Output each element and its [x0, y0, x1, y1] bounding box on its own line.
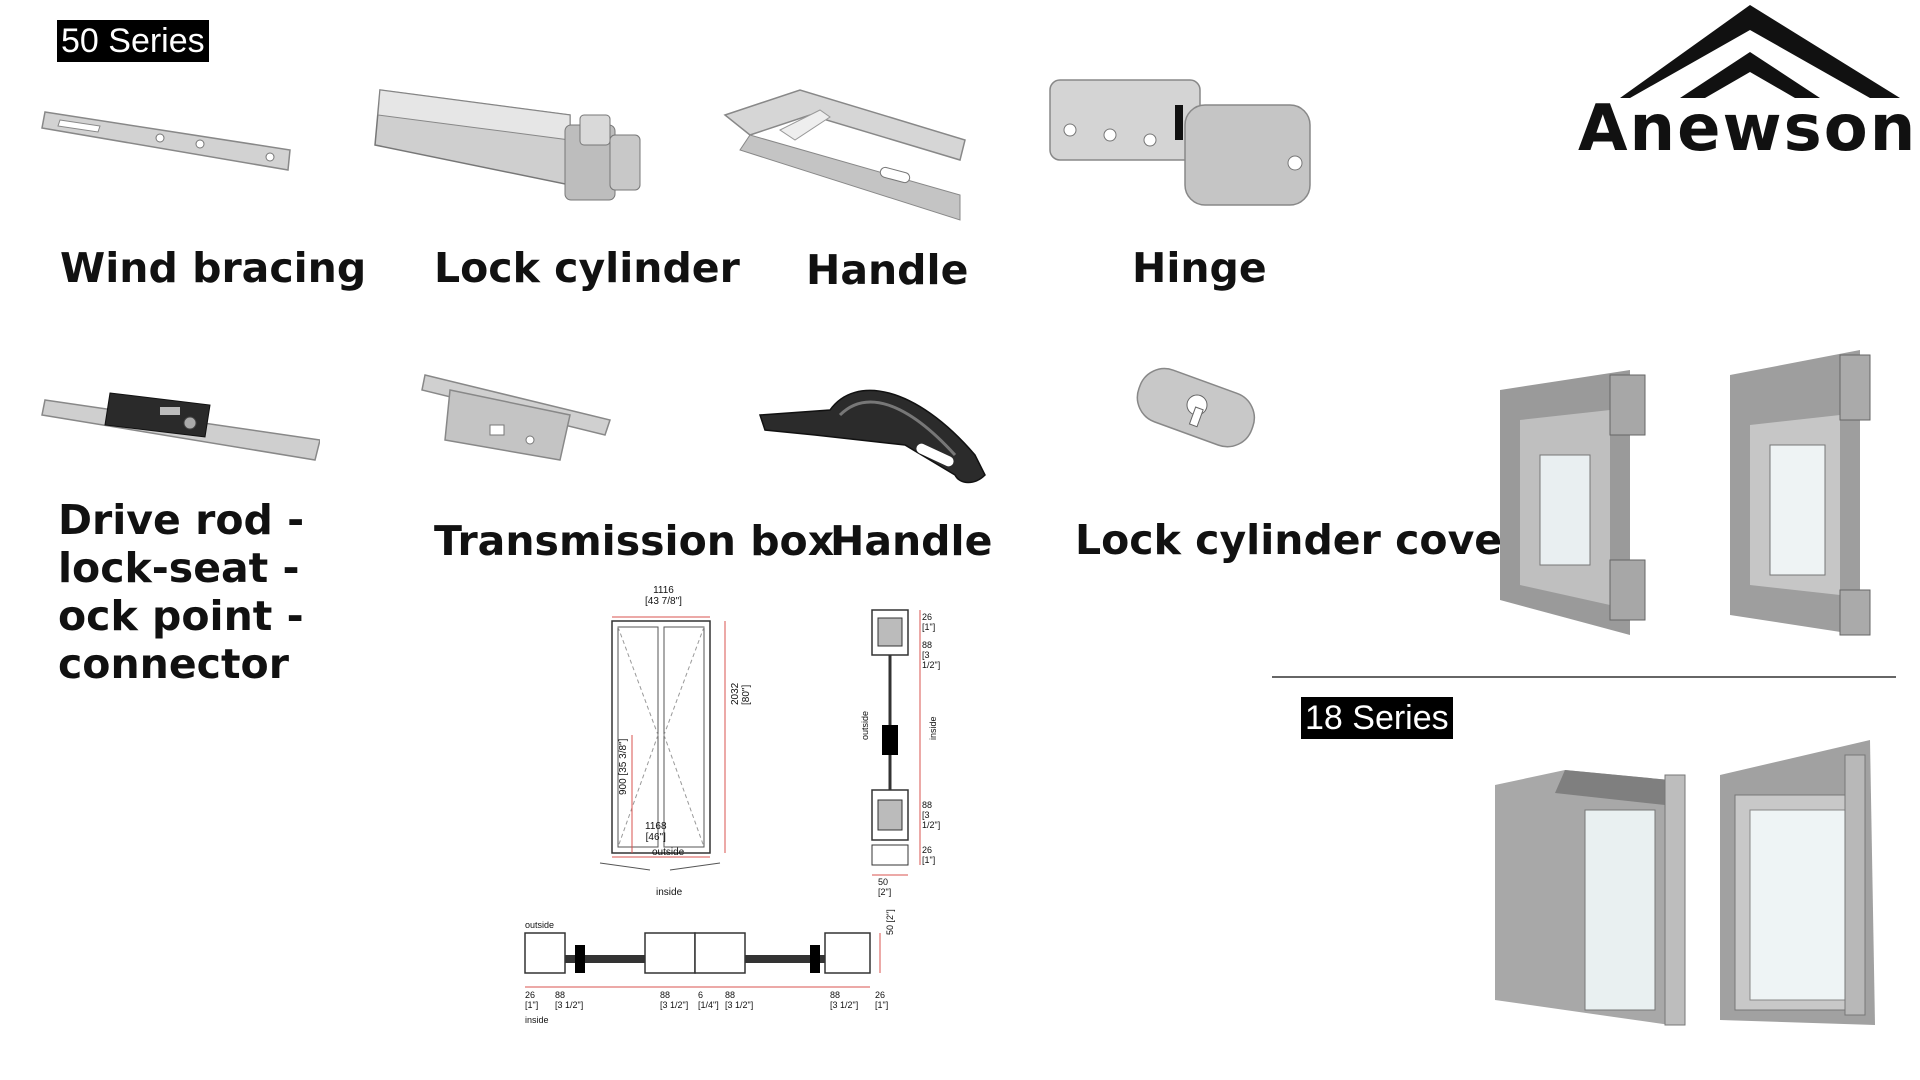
label-handle-top: Handle [806, 246, 969, 294]
series-50-tag: 50 Series [57, 20, 209, 62]
hs-dim-5: 88 [725, 990, 736, 1000]
hinge-image [1049, 79, 1311, 206]
vs-dim-88-top: 88 [922, 640, 933, 650]
label-handle-bottom: Handle [830, 517, 993, 565]
brand-logo: Anewson [1570, 0, 1920, 170]
drive-rod-image [41, 392, 320, 461]
vs-dim-88-bottom: 88 [922, 800, 933, 810]
vs-dim-50: 50 [878, 877, 889, 887]
hs-dim-2: 88 [555, 990, 566, 1000]
hs-dim-6: 88 [830, 990, 841, 1000]
hs-dim-50-in: [2"] [885, 909, 895, 923]
label-lock-cylinder-cover: Lock cylinder cover [1075, 516, 1523, 564]
brand-name: Anewson [1578, 92, 1918, 166]
vertical-section-drawing: 26 [1"] 88 [3 1/2"] outside inside 88 [3… [860, 600, 950, 900]
hs-inside-label: inside [525, 1015, 549, 1025]
width-bottom-value: 1168 [645, 821, 667, 832]
width-bottom-inches: [46"] [645, 832, 666, 843]
frame-render-50-series [1500, 350, 1871, 636]
hs-dim-5-in: [3 1/2"] [725, 1000, 754, 1010]
hs-outside-label: outside [525, 920, 555, 930]
elevation-inside-label: inside [656, 887, 683, 898]
roof-logo-icon [1620, 5, 1900, 98]
drive-rod-line-1: Drive rod - [58, 496, 305, 544]
label-hinge: Hinge [1132, 244, 1267, 292]
drive-rod-line-2: lock-seat - [58, 544, 300, 592]
handle-image-top [723, 89, 966, 221]
hs-dim-7-in: [1"] [875, 1000, 889, 1010]
transmission-box-image [421, 374, 611, 461]
hs-dim-7: 26 [875, 990, 886, 1000]
hs-dim-1: 26 [525, 990, 536, 1000]
handle-height-inches: [35 3/8"] [618, 738, 629, 776]
width-top-inches: [43 7/8"] [645, 596, 682, 607]
height-right-inches: [80"] [741, 684, 752, 705]
drive-rod-line-4: connector [58, 640, 289, 688]
label-lock-cylinder: Lock cylinder [434, 244, 740, 292]
vs-dim-26-top: 26 [922, 612, 933, 622]
vs-outside-label: outside [860, 710, 870, 740]
hs-dim-6-in: [3 1/2"] [830, 1000, 859, 1010]
label-transmission-box: Transmission box [434, 517, 835, 565]
horizontal-section-drawing: outside 50 [2"] 26[1"] 88[3 1/2"] 88[3 1… [520, 909, 920, 1030]
section-divider [1272, 676, 1896, 678]
vs-dim-26-bottom-in: [1"] [922, 855, 936, 865]
series-18-tag: 18 Series [1301, 697, 1453, 739]
handle-height-value: 900 [618, 778, 629, 795]
drive-rod-line-3: ock point - [58, 592, 304, 640]
vs-dim-50-in: [2"] [878, 887, 892, 897]
door-elevation-drawing: 1116 [43 7/8"] 2032 [80"] 900 [35 3/8"] … [590, 585, 770, 905]
frame-render-18-series [1495, 740, 1875, 1026]
elevation-outside-label: outside [652, 847, 685, 858]
label-drive-rod: Drive rod - lock-seat - ock point - conn… [58, 496, 304, 688]
lock-cylinder-image [374, 89, 641, 201]
lock-cylinder-cover-image [1136, 367, 1256, 448]
vs-inside-label: inside [928, 716, 938, 740]
hs-dim-2-in: [3 1/2"] [555, 1000, 584, 1010]
hs-dim-4: 6 [698, 990, 704, 1000]
vs-dim-88-bottom-in: [3 1/2"] [922, 810, 941, 830]
vs-dim-88-top-in: [3 1/2"] [922, 650, 941, 670]
vs-dim-26-bottom: 26 [922, 845, 933, 855]
handle-image-bottom [758, 389, 986, 484]
hs-dim-1-in: [1"] [525, 1000, 539, 1010]
vs-dim-26-top-in: [1"] [922, 622, 936, 632]
width-top-value: 1116 [653, 585, 674, 596]
hs-dim-3-in: [3 1/2"] [660, 1000, 689, 1010]
wind-bracing-image [41, 111, 291, 171]
hs-dim-3: 88 [660, 990, 671, 1000]
label-wind-bracing: Wind bracing [60, 244, 367, 292]
hs-dim-50: 50 [885, 924, 895, 935]
hs-dim-4-in: [1/4"] [698, 1000, 719, 1010]
height-right-value: 2032 [730, 682, 741, 705]
